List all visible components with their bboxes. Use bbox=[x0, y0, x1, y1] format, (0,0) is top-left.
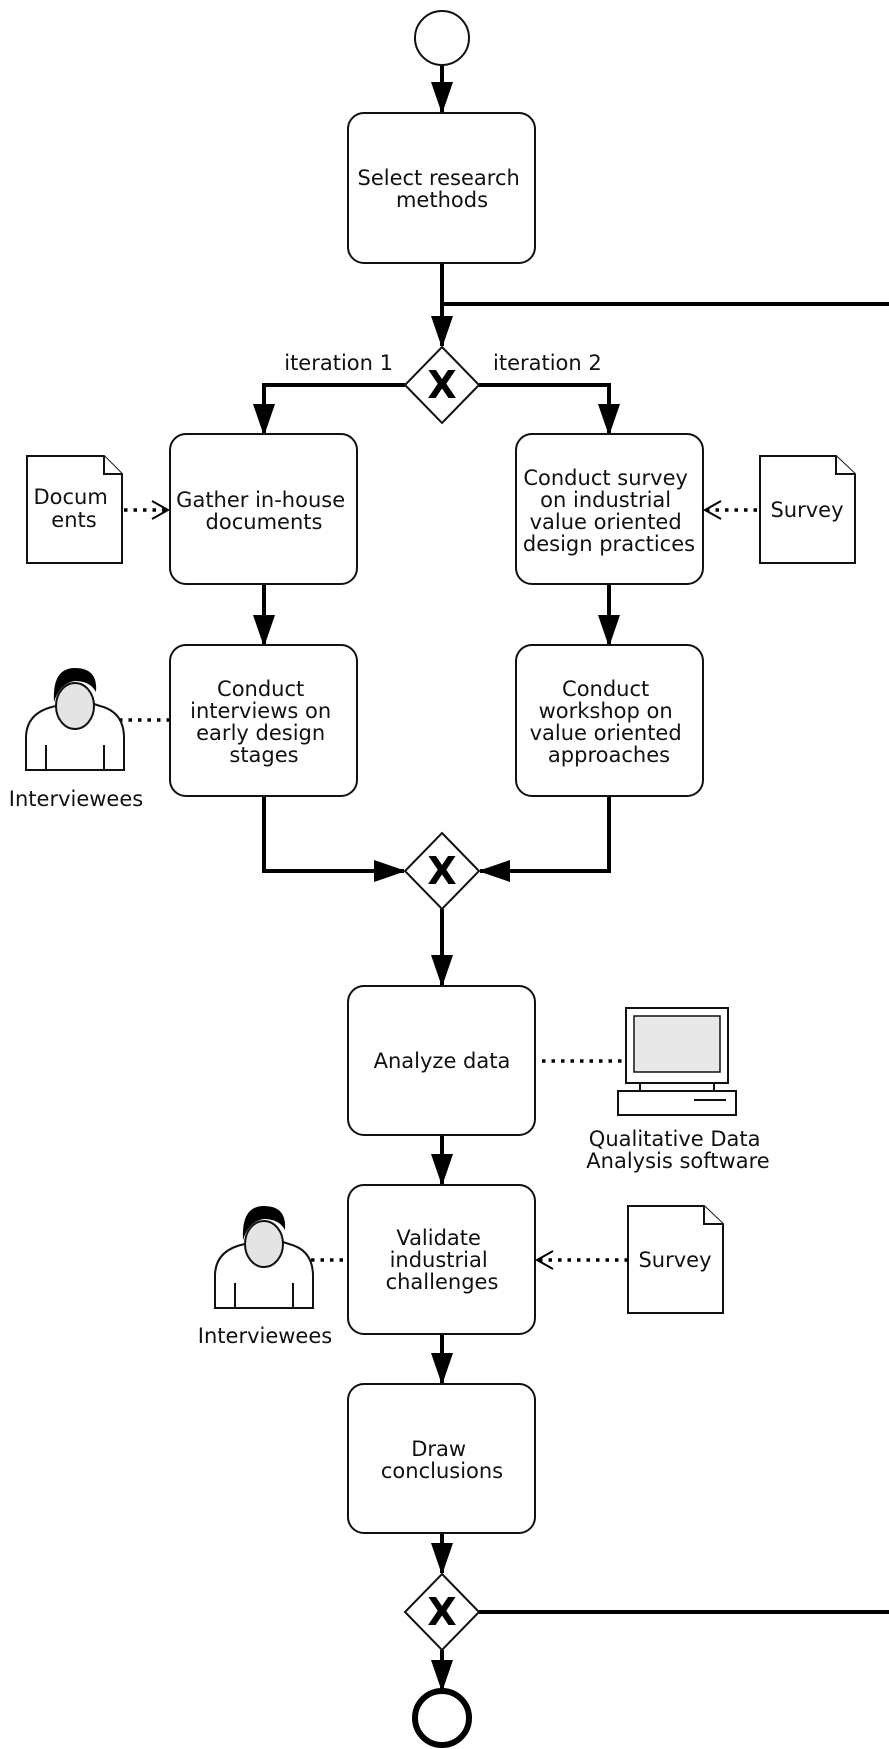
task-conduct-survey: Conduct survey on industrial value orien… bbox=[515, 433, 704, 585]
sequence-flows bbox=[253, 66, 889, 1692]
start-event bbox=[414, 10, 470, 66]
branch-label-iteration-1: iteration 1 bbox=[284, 351, 393, 375]
gateway-merge: X bbox=[403, 831, 481, 911]
svg-text:Survey: Survey bbox=[770, 498, 843, 522]
task-analyze-data: Analyze data bbox=[347, 985, 536, 1136]
task-select-research-methods: Select research methods bbox=[347, 112, 536, 264]
documents-artifact: Docum ents bbox=[26, 455, 123, 564]
svg-text:Conduct workshop on: Conduct workshop on value oriented appro… bbox=[530, 677, 689, 767]
interviewees-label-bottom: Interviewees bbox=[198, 1324, 332, 1348]
branch-label-iteration-2: iteration 2 bbox=[493, 351, 602, 375]
task-conduct-workshop: Conduct workshop on value oriented appro… bbox=[515, 644, 704, 797]
gateway-merge-symbol: X bbox=[427, 849, 456, 893]
gateway-split: X bbox=[403, 345, 481, 425]
person-icon bbox=[25, 668, 125, 771]
svg-text:Docum ents: Docum ents bbox=[33, 485, 114, 532]
task-conduct-interviews: Conduct interviews on early design stage… bbox=[169, 644, 358, 797]
svg-text:Gather in-house document: Gather in-house documents bbox=[176, 488, 352, 534]
svg-text:Survey: Survey bbox=[638, 1248, 711, 1272]
person-icon bbox=[214, 1206, 314, 1309]
svg-text:Validate industrial: Validate industrial challenges bbox=[386, 1226, 499, 1294]
end-event bbox=[412, 1688, 472, 1748]
task-draw-conclusions: Draw conclusions bbox=[347, 1383, 536, 1534]
gateway-loop: X bbox=[403, 1572, 481, 1652]
qda-software-label: Qualitative Data Analysis software bbox=[586, 1127, 769, 1173]
svg-text:Analyze data: Analyze data bbox=[374, 1049, 511, 1073]
svg-text:Select research methods: Select research methods bbox=[358, 166, 527, 212]
survey-artifact-bottom: Survey bbox=[627, 1205, 724, 1314]
computer-icon bbox=[617, 1007, 737, 1116]
svg-text:Conduct interviews on: Conduct interviews on early design stage… bbox=[190, 677, 338, 767]
gateway-loop-symbol: X bbox=[427, 1590, 456, 1634]
gateway-split-symbol: X bbox=[427, 363, 456, 407]
task-gather-documents: Gather in-house documents bbox=[169, 433, 358, 585]
interviewees-label-top: Interviewees bbox=[9, 787, 143, 811]
svg-text:Draw conclusions: Draw conclusions bbox=[381, 1437, 503, 1483]
svg-text:Conduct survey on indust: Conduct survey on industrial value orien… bbox=[523, 466, 695, 556]
survey-artifact-top: Survey bbox=[759, 455, 856, 564]
task-validate-challenges: Validate industrial challenges bbox=[347, 1184, 536, 1335]
